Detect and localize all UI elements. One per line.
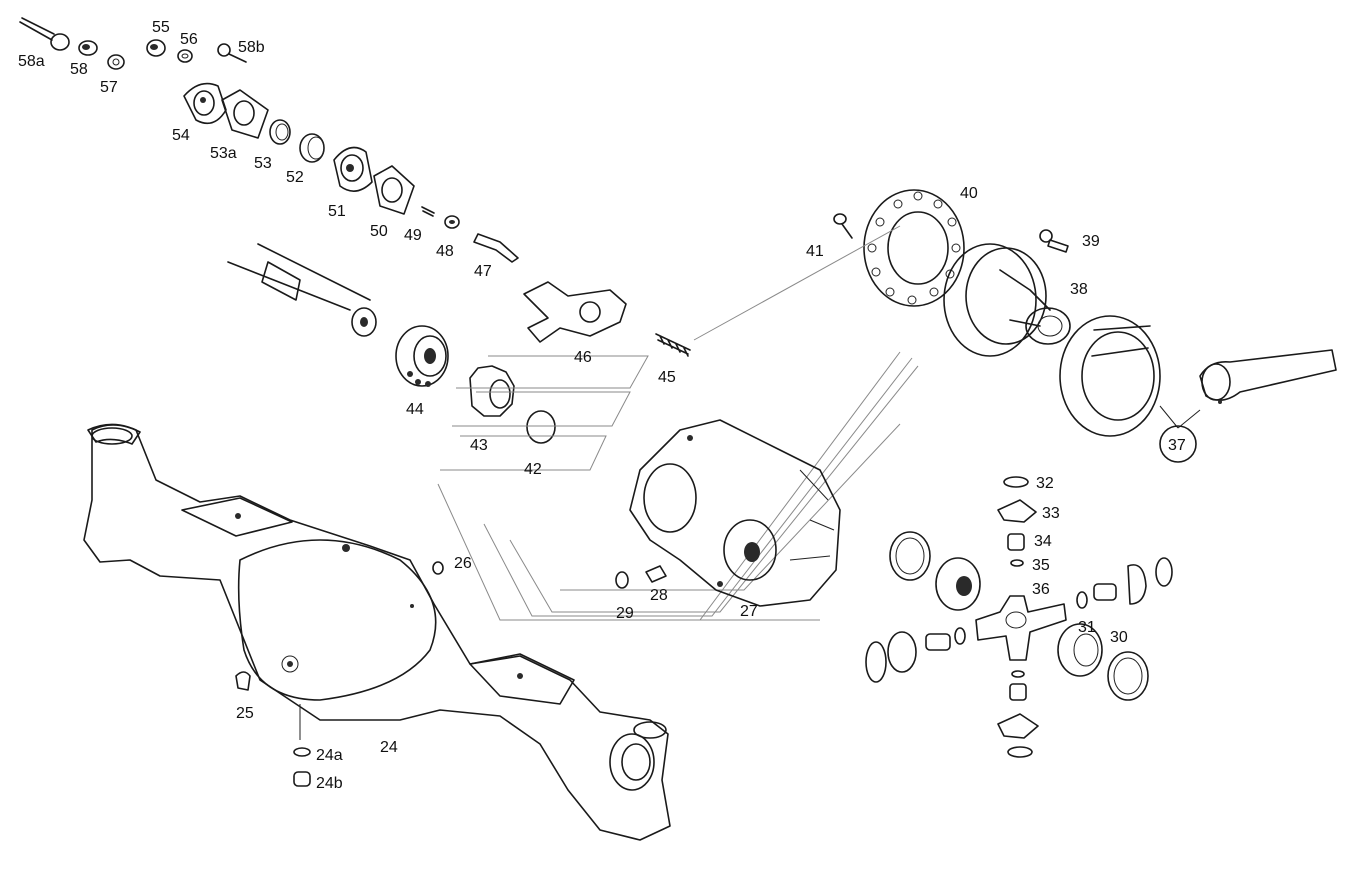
part-47-stud <box>473 233 519 263</box>
diff-left-parts <box>865 531 1173 758</box>
label-36: 36 <box>1032 581 1050 598</box>
label-41: 41 <box>806 243 824 260</box>
label-48: 48 <box>436 243 454 260</box>
label-52: 52 <box>286 169 304 186</box>
label-24a: 24a <box>316 747 343 764</box>
part-34-bushing <box>1007 533 1025 551</box>
label-39: 39 <box>1082 233 1100 250</box>
label-44: 44 <box>406 401 424 418</box>
label-24: 24 <box>380 739 398 756</box>
part-42-snap-ring <box>526 410 556 444</box>
label-58a: 58a <box>18 53 45 70</box>
part-53a-gasket <box>221 89 269 139</box>
part-58b-bolt <box>217 43 247 63</box>
part-43-gear <box>469 365 515 417</box>
label-26: 26 <box>454 555 472 572</box>
label-54: 54 <box>172 127 190 144</box>
label-29: 29 <box>616 605 634 622</box>
label-58b: 58b <box>238 39 265 56</box>
part-58-nut <box>78 40 98 56</box>
label-46: 46 <box>574 349 592 366</box>
part-40-ring-gear <box>863 189 965 307</box>
part-44-bearing <box>395 325 449 387</box>
part-41-bolt <box>833 213 853 239</box>
label-27: 27 <box>740 603 758 620</box>
part-24b-plug <box>293 771 311 787</box>
part-45-spring <box>655 333 691 357</box>
part-25-plug <box>235 671 251 691</box>
label-55: 55 <box>152 19 170 36</box>
part-50-gasket <box>373 165 415 215</box>
label-30: 30 <box>1110 629 1128 646</box>
part-24a-ring <box>293 704 311 757</box>
part-axle-shaft <box>227 243 377 337</box>
part-36-spider <box>975 595 1067 661</box>
part-48-nut <box>444 215 460 229</box>
part-29-o-ring <box>615 571 629 589</box>
part-53-ring <box>269 119 291 145</box>
part-57-washer <box>107 54 125 70</box>
part-33-bevel-gear <box>997 499 1037 523</box>
part-30-thrust-washer <box>1107 651 1149 701</box>
label-42: 42 <box>524 461 542 478</box>
label-53a: 53a <box>210 145 237 162</box>
part-39-bolt <box>1039 229 1069 253</box>
part-54-flange <box>183 82 227 125</box>
part-37-pinion-crown <box>1059 315 1337 463</box>
part-49-pin <box>421 206 435 217</box>
part-26-plug <box>432 561 444 575</box>
part-27-carrier-housing <box>629 419 841 607</box>
label-43: 43 <box>470 437 488 454</box>
part-56-washer <box>177 49 193 63</box>
label-53: 53 <box>254 155 272 172</box>
part-31-side-gear <box>1057 623 1103 677</box>
label-49: 49 <box>404 227 422 244</box>
part-38-differential-case <box>943 243 1071 357</box>
label-51: 51 <box>328 203 346 220</box>
label-35: 35 <box>1032 557 1050 574</box>
label-33: 33 <box>1042 505 1060 522</box>
label-58: 58 <box>70 61 88 78</box>
label-24b: 24b <box>316 775 343 792</box>
label-47: 47 <box>474 263 492 280</box>
part-52-bushing <box>299 133 325 163</box>
label-45: 45 <box>658 369 676 386</box>
label-37: 37 <box>1168 437 1186 454</box>
label-25: 25 <box>236 705 254 722</box>
label-32: 32 <box>1036 475 1054 492</box>
part-46-yoke <box>523 281 627 343</box>
label-56: 56 <box>180 31 198 48</box>
label-38: 38 <box>1070 281 1088 298</box>
part-labels: 58a 58 57 55 56 58b 54 53a 53 52 51 50 4… <box>18 19 1186 792</box>
label-28: 28 <box>650 587 668 604</box>
part-28-plug <box>645 565 667 583</box>
label-34: 34 <box>1034 533 1052 550</box>
part-24-axle-housing <box>83 423 671 841</box>
leader-lines <box>437 225 919 621</box>
part-55-nut <box>146 39 166 57</box>
part-32-washer <box>1003 476 1029 488</box>
label-57: 57 <box>100 79 118 96</box>
part-51-flange <box>333 146 373 192</box>
label-50: 50 <box>370 223 388 240</box>
part-35-ring <box>1010 559 1024 567</box>
part-58a-bolt <box>19 17 70 51</box>
label-31: 31 <box>1078 619 1096 636</box>
label-40: 40 <box>960 185 978 202</box>
